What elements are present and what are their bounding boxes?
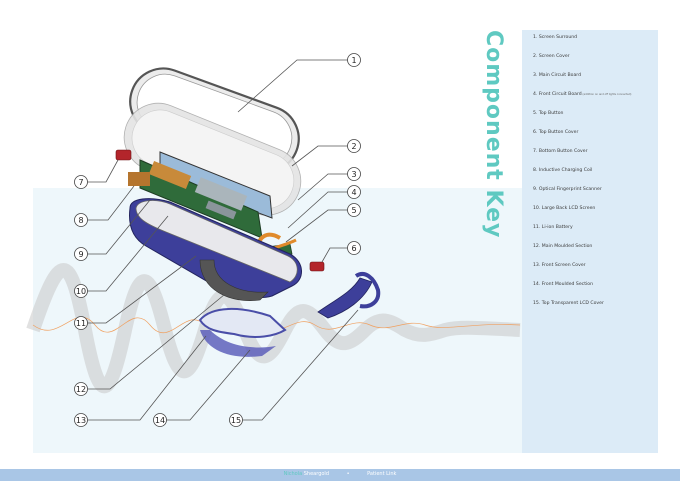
- bottom-button-cover: [115, 149, 132, 161]
- leader-lines: [86, 59, 359, 421]
- callout-number: 2: [351, 142, 356, 151]
- callout-7: 7: [74, 175, 88, 189]
- callout-circle: [347, 185, 361, 199]
- callout-number: 13: [76, 416, 86, 425]
- callout-number: 4: [351, 188, 356, 197]
- component-key-label: 4. Front Circuit Board: [533, 92, 582, 97]
- callout-13: 13: [74, 413, 88, 427]
- screen-cover: [123, 102, 302, 216]
- footer-project: Patient Link: [367, 471, 397, 477]
- component-key-label: 5. Top Button: [533, 111, 564, 116]
- callout-8: 8: [74, 213, 88, 227]
- callout-circle: [229, 413, 243, 427]
- footer-bar: Nichola Sheargold • Patient Link: [0, 469, 680, 481]
- callout-circle: [347, 241, 361, 255]
- component-key-label: 3. Main Circuit Board: [533, 73, 582, 78]
- component-key-item: 1. Screen Surround: [533, 35, 577, 40]
- callout-2: 2: [347, 139, 361, 153]
- component-key-item: 12. Main Moulded Section: [533, 244, 592, 249]
- callout-circle: [347, 167, 361, 181]
- background-band: [33, 188, 522, 453]
- component-key-label: 13. Front Screen Cover: [533, 263, 586, 268]
- component-key-label: 15. Top Transparent LCD Cover: [533, 301, 604, 306]
- callout-circle: [153, 413, 167, 427]
- component-key-item: 15. Top Transparent LCD Cover: [533, 301, 604, 306]
- callout-circle: [74, 175, 88, 189]
- component-key-label: 2. Screen Cover: [533, 54, 570, 59]
- callout-number: 9: [78, 250, 83, 259]
- callout-11: 11: [74, 316, 88, 330]
- callout-number: 14: [155, 416, 165, 425]
- callout-6: 6: [347, 241, 361, 255]
- component-key-item: 11. Li-ion Battery: [533, 225, 573, 230]
- component-key-label: 8. Inductive Charging Coil: [533, 168, 593, 173]
- callout-circle: [347, 53, 361, 67]
- component-key-label: 7. Bottom Button Cover: [533, 149, 588, 154]
- component-key-item: 5. Top Button: [533, 111, 563, 116]
- component-key-note: (addition on and off lights connected): [581, 93, 632, 96]
- component-key-label: 9. Optical Fingerprint Scanner: [533, 187, 602, 192]
- component-key-item: 6. Top Button Cover: [533, 130, 578, 135]
- component-key-label: 6. Top Button Cover: [533, 130, 579, 135]
- callout-number: 5: [351, 206, 356, 215]
- front-screen-cover: [198, 307, 287, 357]
- component-key-panel: [522, 30, 658, 453]
- callout-number: 1: [351, 56, 356, 65]
- callout-circle: [74, 213, 88, 227]
- callout-number: 7: [78, 178, 83, 187]
- callout-14: 14: [153, 413, 167, 427]
- callout-10: 10: [74, 284, 88, 298]
- callout-4: 4: [347, 185, 361, 199]
- footer-name-first: Nichola: [283, 471, 303, 477]
- callout-number: 6: [351, 244, 356, 253]
- component-key-item: 3. Main Circuit Board: [533, 73, 581, 78]
- callout-number: 12: [76, 385, 86, 394]
- component-key-label: 14. Front Moulded Section: [533, 282, 593, 287]
- callout-circle: [74, 382, 88, 396]
- top-button-cover: [309, 261, 325, 272]
- front-moulded-section: [317, 271, 381, 319]
- callout-number: 11: [76, 319, 86, 328]
- component-key-item: 4. Front Circuit Board (addition on and …: [533, 92, 631, 97]
- component-key-item: 14. Front Moulded Section: [533, 282, 593, 287]
- component-key-label: 11. Li-ion Battery: [533, 225, 573, 230]
- callout-circle: [74, 413, 88, 427]
- component-key-item: 13. Front Screen Cover: [533, 263, 586, 268]
- component-key-title: Component Key: [481, 30, 506, 239]
- callout-number: 8: [78, 216, 83, 225]
- component-key-item: 7. Bottom Button Cover: [533, 149, 587, 154]
- callout-circle: [347, 139, 361, 153]
- callout-15: 15: [229, 413, 243, 427]
- footer-text: Nichola Sheargold • Patient Link: [0, 471, 680, 477]
- callout-circle: [74, 316, 88, 330]
- callout-number: 3: [351, 170, 356, 179]
- component-key-item: 8. Inductive Charging Coil: [533, 168, 592, 173]
- footer-separator: •: [346, 471, 350, 477]
- callout-3: 3: [347, 167, 361, 181]
- component-key-label: 10. Large Back LCD Screen: [533, 206, 596, 211]
- footer-name-last: Sheargold: [303, 471, 329, 477]
- callout-number: 15: [231, 416, 241, 425]
- callout-number: 10: [76, 287, 86, 296]
- callout-1: 1: [347, 53, 361, 67]
- callout-circle: [347, 203, 361, 217]
- callout-9: 9: [74, 247, 88, 261]
- callout-5: 5: [347, 203, 361, 217]
- component-key-item: 10. Large Back LCD Screen: [533, 206, 595, 211]
- component-key-item: 2. Screen Cover: [533, 54, 570, 59]
- callout-12: 12: [74, 382, 88, 396]
- component-key-label: 1. Screen Surround: [533, 35, 578, 40]
- callout-circle: [74, 247, 88, 261]
- main-circuit-board: [128, 151, 273, 239]
- component-key-item: 9. Optical Fingerprint Scanner: [533, 187, 602, 192]
- callout-circle: [74, 284, 88, 298]
- component-key-label: 12. Main Moulded Section: [533, 244, 593, 249]
